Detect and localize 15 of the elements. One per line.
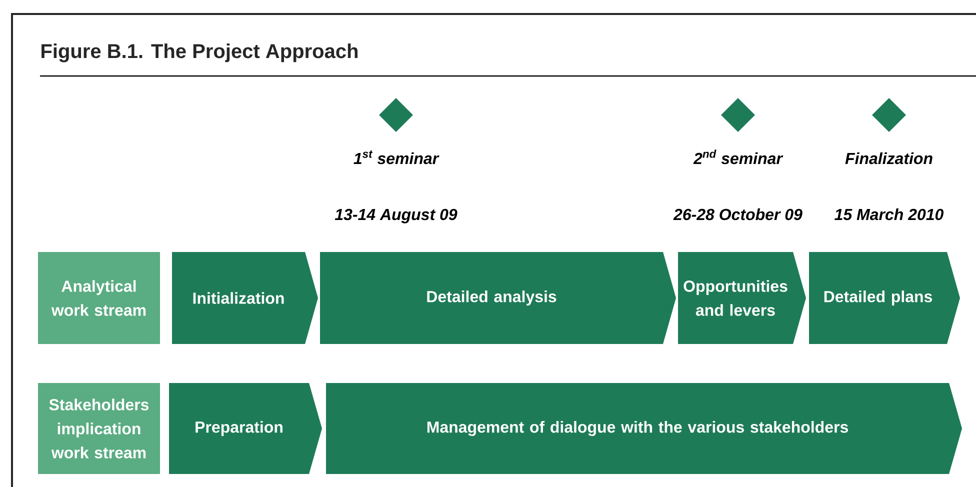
title: Figure B.1. The Project Approach <box>42 44 358 62</box>
date-label: 15 March 2010 <box>834 208 944 220</box>
chevron-box: Management of dialogue with the various stakeholders <box>326 383 962 474</box>
chevron-box: Detailed plans <box>809 252 960 344</box>
date-label: 26-28 October 09 <box>673 208 802 220</box>
milestone-label: 1$^{st}$ seminar <box>354 150 440 164</box>
chevron-box: Opportunities and levers <box>678 252 806 344</box>
date-label: 13-14 August 09 <box>334 208 458 224</box>
chevron-box: Detailed analysis <box>320 252 676 344</box>
chevron-box: Preparation <box>169 383 322 474</box>
stream-label-box: Stakeholders implication work stream <box>38 383 160 474</box>
chevron-box: Initialization <box>172 252 318 344</box>
stream-label-box: Analytical work stream <box>38 252 160 344</box>
milestone-label: 2$^{nd}$ seminar <box>693 150 784 164</box>
milestone-label: Finalization <box>845 152 932 164</box>
